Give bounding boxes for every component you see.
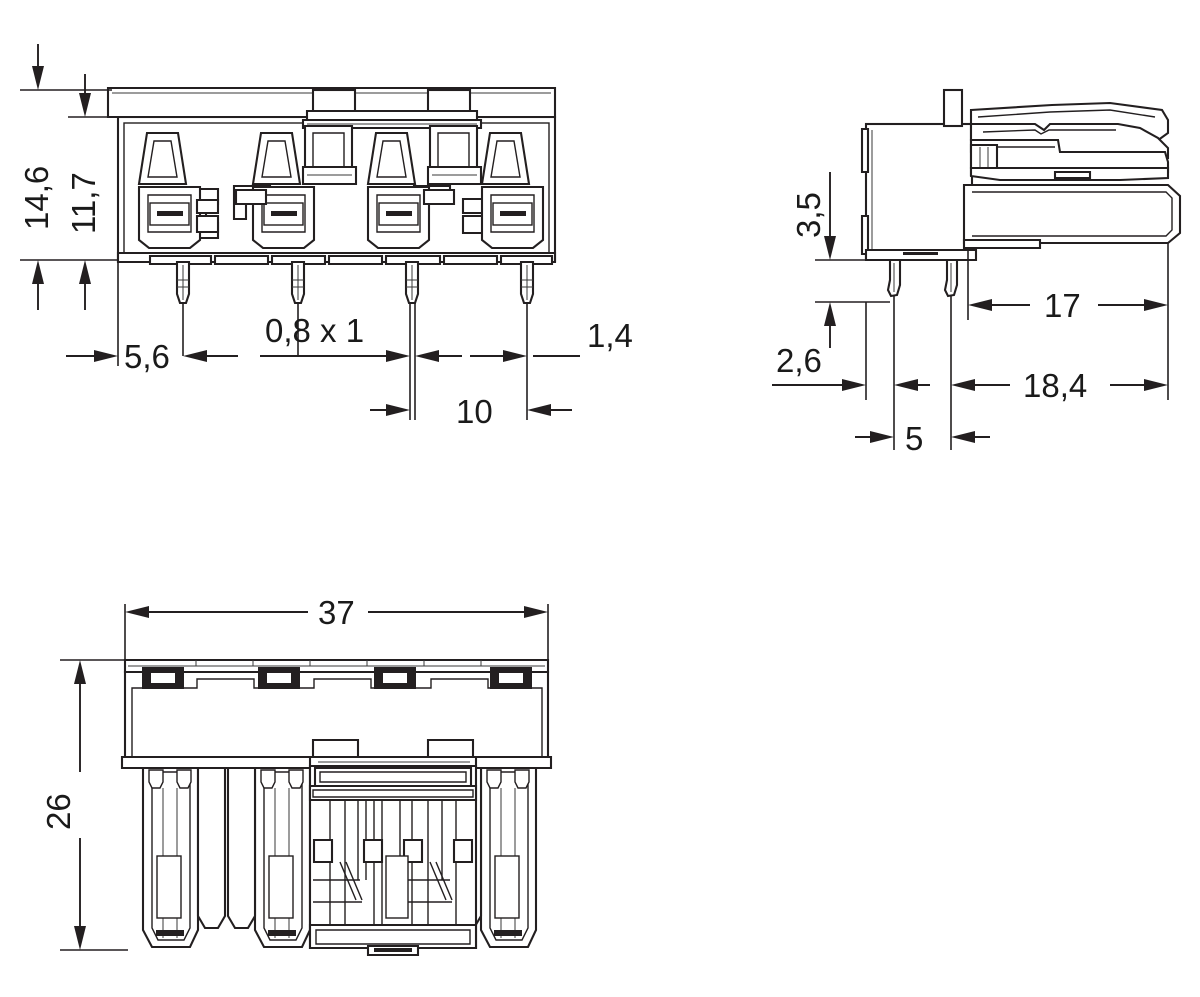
contact-leg — [141, 766, 227, 949]
front-solder-pins — [175, 260, 535, 420]
dimension-17: 17 — [967, 243, 1169, 400]
dimension-26: 26 — [40, 659, 128, 951]
dimension-5: 5 — [855, 420, 990, 457]
bottom-slot-windows — [142, 667, 532, 689]
dimension-label-26: 26 — [40, 793, 77, 830]
dimension-label-11-7: 11,7 — [65, 172, 102, 234]
dimension-3-5: 3,5 — [790, 172, 890, 348]
dimension-label-3-5: 3,5 — [790, 192, 827, 238]
solder-pin — [519, 260, 535, 420]
solder-pin — [175, 260, 191, 356]
dimension-label-37: 37 — [318, 594, 355, 631]
dimension-label-5-6: 5,6 — [124, 338, 170, 375]
bottom-center-cage — [308, 764, 478, 957]
dimension-label-2-6: 2,6 — [776, 342, 822, 379]
side-lower-body — [962, 183, 1182, 250]
dimension-5-6: 5,6 — [66, 262, 238, 375]
dimension-label-18-4: 18,4 — [1023, 367, 1087, 404]
dimension-label-0-8x1: 0,8 x 1 — [265, 312, 364, 349]
solder-pin — [886, 258, 902, 450]
front-base-plate — [116, 251, 557, 266]
dimension-14-6: 14,6 — [18, 44, 118, 310]
contact-leg — [226, 766, 312, 949]
bottom-plan-view: 37 26 — [40, 594, 553, 957]
bottom-center-tabs — [308, 738, 478, 768]
dimension-label-14-6: 14,6 — [18, 166, 55, 230]
dimension-11-7: 11,7 — [65, 74, 116, 310]
front-center-latch — [301, 88, 483, 186]
side-elevation-view: 3,5 2,6 5 17 — [772, 88, 1182, 457]
side-housing-block — [860, 88, 978, 262]
dimension-0-8x1: 0,8 x 1 — [260, 312, 410, 362]
dimension-label-10: 10 — [456, 393, 493, 430]
dimension-2-6: 2,6 — [772, 302, 930, 400]
front-clamp-units — [137, 184, 545, 250]
solder-pin — [943, 258, 959, 450]
dimension-10: 10 — [370, 393, 572, 430]
side-latch-assembly — [969, 101, 1170, 182]
dimension-1-4: 1,4 — [415, 317, 633, 362]
side-solder-pins — [886, 258, 959, 450]
solder-pin — [404, 260, 420, 420]
dimension-label-5: 5 — [905, 420, 923, 457]
dimension-18-4: 18,4 — [951, 367, 1168, 404]
dimension-label-1-4: 1,4 — [587, 317, 633, 354]
front-keying-ribs — [137, 131, 531, 186]
dimension-label-17: 17 — [1044, 287, 1081, 324]
front-elevation-view: 14,6 11,7 5,6 0,8 x 1 — [18, 44, 633, 430]
solder-pin — [290, 260, 306, 356]
bottom-flange-rail — [123, 658, 550, 674]
dimension-37: 37 — [124, 594, 549, 668]
